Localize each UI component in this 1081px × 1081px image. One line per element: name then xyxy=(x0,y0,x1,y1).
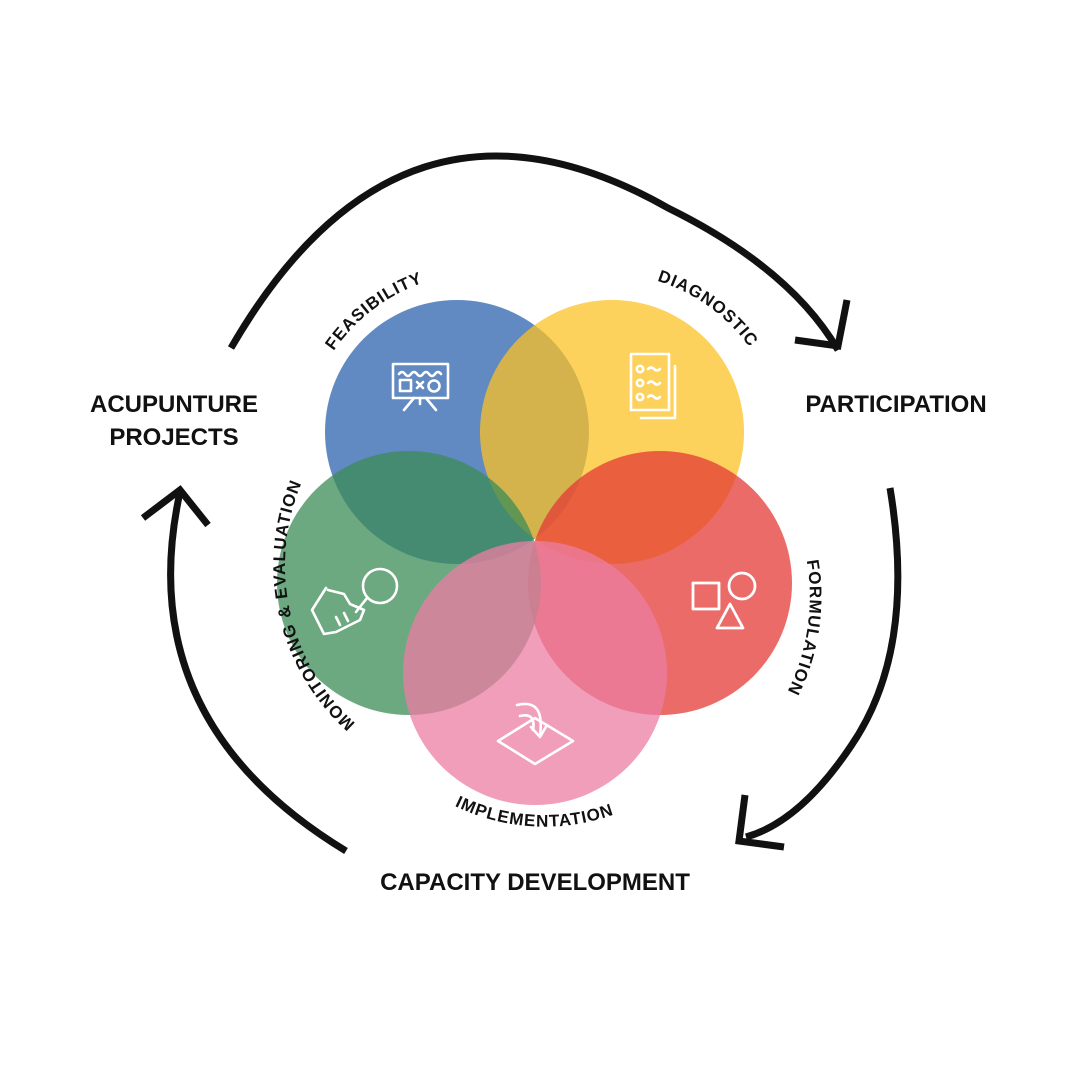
arrow-left-head xyxy=(140,485,211,528)
label-participation: PARTICIPATION xyxy=(805,391,987,418)
label-projects-line2: PROJECTS xyxy=(109,424,239,451)
shapes-icon xyxy=(691,571,757,630)
hand-magnifier-icon xyxy=(310,567,399,636)
label-acupunture-projects: ACUPUNTURE PROJECTS xyxy=(74,388,274,454)
presentation-board-icon xyxy=(391,362,450,412)
checklist-document-icon xyxy=(629,352,677,420)
phase-circles xyxy=(277,300,792,805)
arrow-right xyxy=(745,487,902,841)
label-capacity-development: CAPACITY DEVELOPMENT xyxy=(380,869,690,896)
arrow-top-head xyxy=(794,299,851,350)
cycle-arrows xyxy=(140,152,902,854)
arrow-into-tray-icon xyxy=(496,702,575,766)
circle-implementation xyxy=(403,541,667,805)
arrow-top xyxy=(227,152,842,352)
label-acupunture-line1: ACUPUNTURE xyxy=(90,391,258,418)
arrow-left xyxy=(167,491,348,854)
arrow-right-head xyxy=(735,794,785,851)
